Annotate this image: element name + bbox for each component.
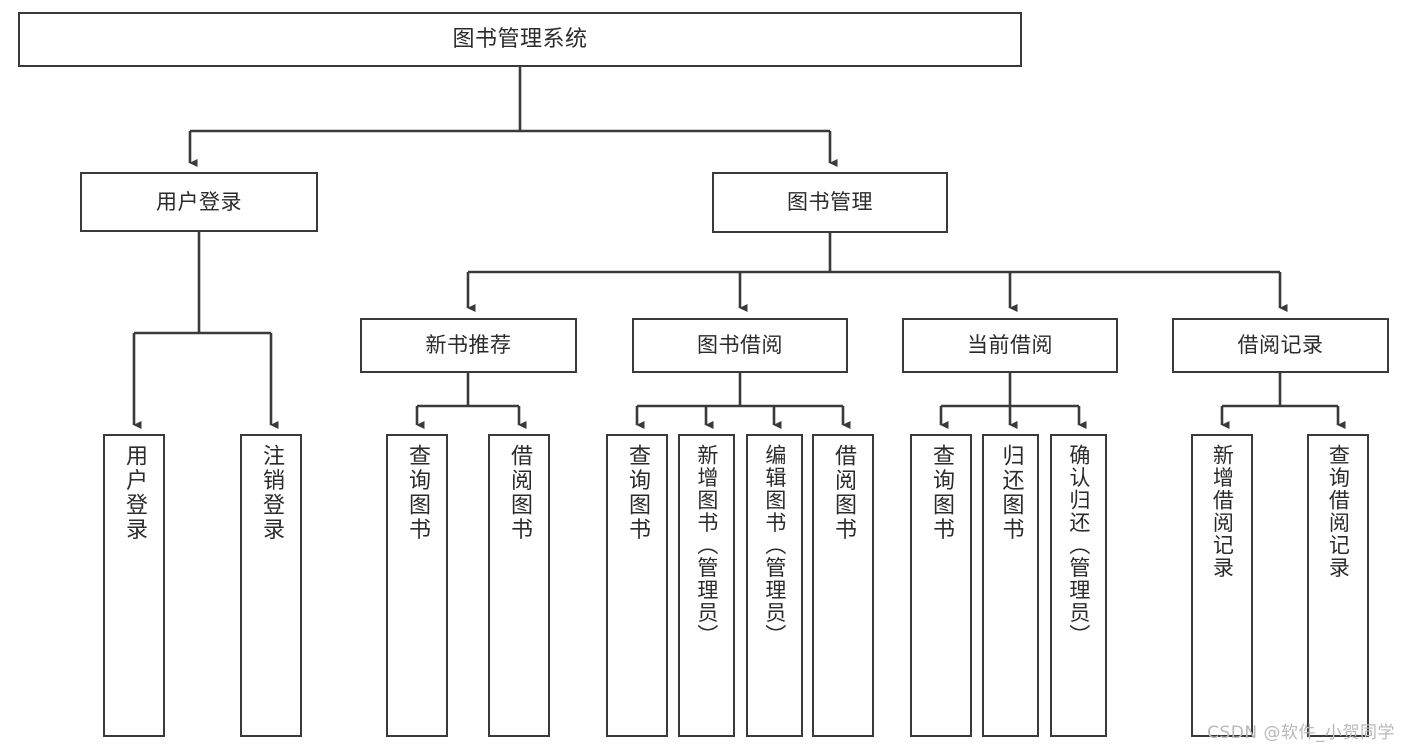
node-label: 图书借阅 — [697, 333, 783, 358]
node-label: 注销登录 — [258, 444, 284, 542]
node-label: 图书管理 — [787, 190, 873, 215]
node-label: 新增图书（管理员） — [694, 444, 719, 647]
watermark-text: CSDN @软件_小贺同学 — [1207, 723, 1395, 743]
leaf-borrow-books-borrow[interactable]: 借阅图书 — [812, 434, 874, 737]
node-label: 查询图书 — [404, 444, 430, 542]
node-book-borrowing[interactable]: 图书借阅 — [632, 318, 848, 373]
node-label: 借阅图书 — [830, 444, 856, 542]
leaf-logout[interactable]: 注销登录 — [240, 434, 302, 737]
node-label: 借阅记录 — [1237, 333, 1324, 358]
leaf-query-borrow-record[interactable]: 查询借阅记录 — [1307, 434, 1369, 737]
leaf-add-borrow-record[interactable]: 新增借阅记录 — [1191, 434, 1253, 737]
leaf-confirm-return-admin[interactable]: 确认归还（管理员） — [1050, 434, 1107, 737]
node-label: 借阅图书 — [506, 444, 532, 542]
node-root-book-management-system[interactable]: 图书管理系统 — [18, 12, 1022, 67]
leaf-query-books-current[interactable]: 查询图书 — [910, 434, 972, 737]
node-label: 编辑图书（管理员） — [762, 444, 787, 647]
node-label: 确认归还（管理员） — [1066, 444, 1091, 647]
node-label: 新书推荐 — [425, 333, 512, 358]
leaf-add-book-admin[interactable]: 新增图书（管理员） — [678, 434, 735, 737]
leaf-borrow-books-newbook[interactable]: 借阅图书 — [488, 434, 550, 737]
node-borrow-records[interactable]: 借阅记录 — [1172, 318, 1389, 373]
leaf-return-books[interactable]: 归还图书 — [982, 434, 1039, 737]
node-current-borrowing[interactable]: 当前借阅 — [902, 318, 1118, 373]
leaf-query-books-borrow[interactable]: 查询图书 — [606, 434, 668, 737]
node-label: 归还图书 — [998, 444, 1024, 542]
node-label: 查询借阅记录 — [1326, 444, 1351, 579]
node-label: 用户登录 — [156, 189, 242, 214]
node-label: 用户登录 — [121, 444, 147, 542]
leaf-user-login[interactable]: 用户登录 — [103, 434, 165, 737]
node-label: 新增借阅记录 — [1210, 444, 1235, 579]
node-new-book-recommendation[interactable]: 新书推荐 — [360, 318, 577, 373]
node-label: 图书管理系统 — [452, 26, 588, 52]
node-user-login[interactable]: 用户登录 — [80, 172, 318, 232]
node-label: 查询图书 — [928, 444, 954, 542]
leaf-edit-book-admin[interactable]: 编辑图书（管理员） — [746, 434, 803, 737]
node-book-management[interactable]: 图书管理 — [712, 172, 948, 233]
node-label: 查询图书 — [624, 444, 650, 542]
leaf-query-books-newbook[interactable]: 查询图书 — [386, 434, 448, 737]
node-label: 当前借阅 — [967, 333, 1053, 358]
